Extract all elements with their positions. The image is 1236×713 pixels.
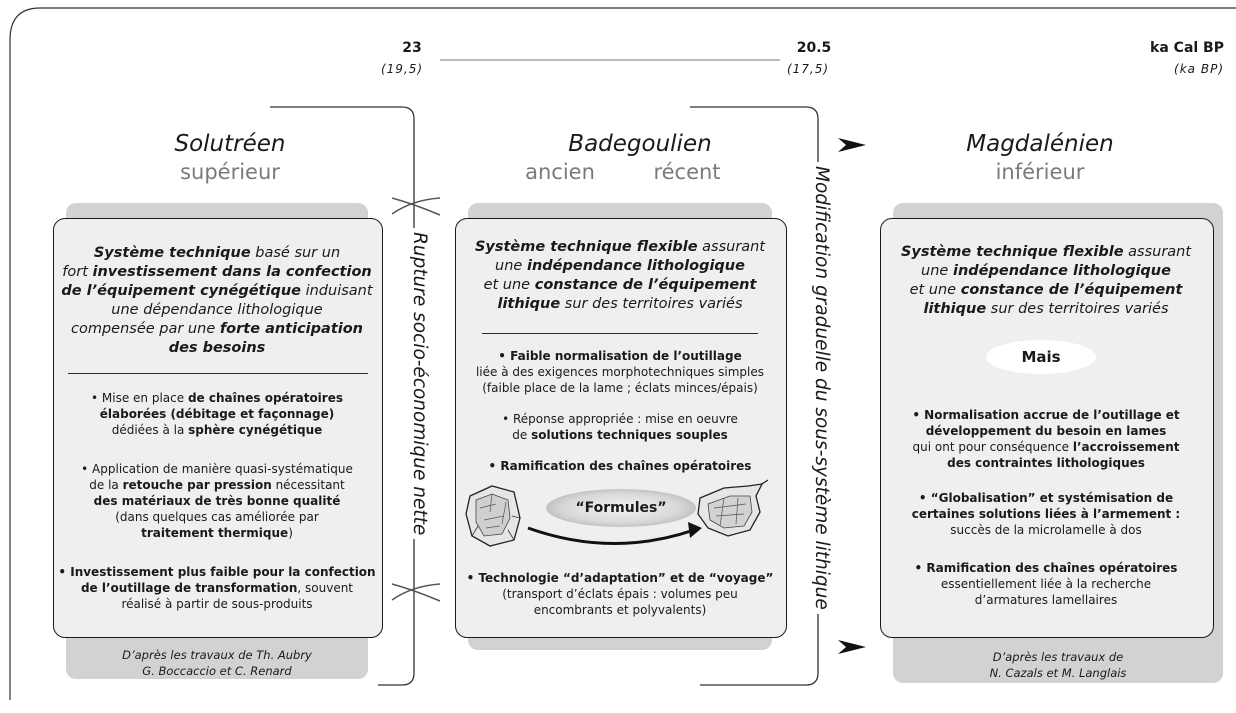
badegoulien-bullet-3: • Ramification des chaînes opératoires xyxy=(458,458,782,474)
text-line: (transport d’éclats épais : volumes peu xyxy=(502,587,738,601)
formules-illustration xyxy=(465,479,769,547)
credit-line: D’après les travaux de Th. Aubry xyxy=(122,648,312,662)
text-line: • Application de manière quasi-systémati… xyxy=(81,462,353,476)
text-line: • Mise en place de chaînes opératoires xyxy=(91,391,343,405)
text-line: lithique sur des territoires variés xyxy=(923,301,1169,317)
text-line: encombrants et polyvalents) xyxy=(533,603,707,617)
text-line: compensée par une forte anticipation xyxy=(70,321,364,337)
text-line: une indépendance lithologique xyxy=(495,258,745,274)
text-line: une dépendance lithologique xyxy=(111,302,323,318)
arrow-head-icon xyxy=(838,640,866,654)
outer-frame xyxy=(9,7,1236,700)
text-line: Système technique flexible assurant xyxy=(900,244,1192,260)
text-line: • Investissement plus faible pour la con… xyxy=(58,565,376,579)
text-line: une indépendance lithologique xyxy=(921,263,1171,279)
text-line: succès de la microlamelle à dos xyxy=(950,523,1142,537)
badegoulien-subtitle-recent: récent xyxy=(653,160,721,184)
flint-flake-icon xyxy=(697,479,769,537)
modification-label: Modification graduelle du sous-système l… xyxy=(811,162,832,614)
solutreen-title: Solutréen xyxy=(174,131,286,157)
magdalenien-bullet-2: • “Globalisation” et systémisation de cer… xyxy=(883,490,1209,538)
text-line: Système technique basé sur un xyxy=(93,245,341,261)
text-line: fort investissement dans la confection xyxy=(62,264,372,280)
solutreen-panel xyxy=(53,218,383,638)
solutreen-intro: Système technique basé sur un fort invest… xyxy=(56,244,378,358)
formules-label: “Formules” xyxy=(546,489,696,527)
tick-unit-sub: (ka BP) xyxy=(1174,62,1224,76)
text-line: et une constance de l’équipement xyxy=(909,282,1183,298)
text-line: (faible place de la lame ; éclats minces… xyxy=(482,381,758,395)
text-line: essentiellement liée à la recherche xyxy=(940,577,1152,591)
badegoulien-bullet-1: • Faible normalisation de l’outillage lié… xyxy=(458,348,782,396)
text-line: • Réponse appropriée : mise en oeuvre xyxy=(502,412,738,426)
magdalenien-title: Magdalénien xyxy=(966,131,1114,157)
credit-line: D’après les travaux de xyxy=(992,650,1124,664)
badegoulien-intro: Système technique flexible assurant une i… xyxy=(458,238,782,314)
tick-20-5: 20.5 xyxy=(796,40,832,56)
badegoulien-subtitle-ancien: ancien xyxy=(525,160,595,184)
arrow-head-icon xyxy=(838,138,866,152)
text-line: Système technique flexible assurant xyxy=(474,239,766,255)
text-line: réalisé à partir de sous-produits xyxy=(121,597,313,611)
text-line: certaines solutions liées à l’armement : xyxy=(911,507,1181,521)
text-line: et une constance de l’équipement xyxy=(483,277,757,293)
curved-arrow xyxy=(527,526,695,545)
text-line: liée à des exigences morphotechniques si… xyxy=(475,365,765,379)
credit-line: G. Boccaccio et C. Renard xyxy=(142,664,292,678)
badegoulien-title: Badegoulien xyxy=(568,131,712,157)
tick-23-sub: (19,5) xyxy=(380,62,424,76)
mais-label: Mais xyxy=(986,340,1096,374)
credit-line: N. Cazals et M. Langlais xyxy=(989,666,1127,680)
rupture-label: Rupture socio-économique nette xyxy=(409,228,430,540)
magdalenien-panel xyxy=(880,218,1214,638)
text-line: (dans quelques cas améliorée par xyxy=(115,510,319,524)
text-line: dédiées à la sphère cynégétique xyxy=(111,423,323,437)
magdalenien-intro: Système technique flexible assurant une i… xyxy=(883,243,1209,319)
solutreen-subtitle: supérieur xyxy=(180,160,280,184)
text-line: de la retouche par pression nécessitant xyxy=(89,478,345,492)
solutreen-credit: D’après les travaux de Th. Aubry G. Bocc… xyxy=(66,647,368,679)
badegoulien-panel xyxy=(455,218,787,638)
curved-arrow-head-icon xyxy=(688,522,702,538)
cross-mark xyxy=(391,583,441,602)
magdalenien-subtitle: inférieur xyxy=(995,160,1085,184)
text-line: • Faible normalisation de l’outillage xyxy=(498,349,742,363)
magdalenien-credit: D’après les travaux de N. Cazals et M. L… xyxy=(893,649,1223,681)
text-line: élaborées (débitage et façonnage) xyxy=(99,407,335,421)
text-line: de solutions techniques souples xyxy=(512,428,728,442)
badegoulien-bullet-4: • Technologie “d’adaptation” et de “voya… xyxy=(458,570,782,618)
text-line: traitement thermique) xyxy=(141,526,293,540)
solutreen-bullet-3: • Investissement plus faible pour la con… xyxy=(56,564,378,612)
magdalenien-bullet-1: • Normalisation accrue de l’outillage et… xyxy=(883,407,1209,471)
text-line: • Ramification des chaînes opératoires xyxy=(914,561,1178,575)
text-line: • Normalisation accrue de l’outillage et xyxy=(912,408,1180,422)
solutreen-separator xyxy=(68,373,368,374)
text-line: d’armatures lamellaires xyxy=(974,593,1118,607)
text-line: de l’équipement cynégétique induisant xyxy=(61,283,373,299)
solutreen-bullet-2: • Application de manière quasi-systémati… xyxy=(56,461,378,541)
flint-core-icon xyxy=(465,485,521,547)
text-line: • Technologie “d’adaptation” et de “voya… xyxy=(466,571,774,585)
tick-23: 23 xyxy=(402,40,422,56)
text-line: des matériaux de très bonne qualité xyxy=(93,494,341,508)
text-line: des contraintes lithologiques xyxy=(947,456,1145,470)
badegoulien-separator xyxy=(482,333,758,334)
badegoulien-bullet-2: • Réponse appropriée : mise en oeuvre de … xyxy=(458,411,782,443)
text-line: • “Globalisation” et systémisation de xyxy=(918,491,1174,505)
text-line: développement du besoin en lames xyxy=(925,424,1167,438)
text-line: qui ont pour conséquence l’accroissement xyxy=(912,440,1180,454)
text-line: de l’outillage de transformation, souven… xyxy=(80,581,354,595)
magdalenien-bullet-3: • Ramification des chaînes opératoires es… xyxy=(883,560,1209,608)
tick-20-5-sub: (17,5) xyxy=(786,62,830,76)
text-line: des besoins xyxy=(168,340,266,356)
cross-mark xyxy=(391,197,441,216)
text-line: lithique sur des territoires variés xyxy=(497,296,743,312)
solutreen-bullet-1: • Mise en place de chaînes opératoires él… xyxy=(56,390,378,438)
text-line: • Ramification des chaînes opératoires xyxy=(488,459,752,473)
tick-unit: ka Cal BP xyxy=(1150,40,1224,56)
